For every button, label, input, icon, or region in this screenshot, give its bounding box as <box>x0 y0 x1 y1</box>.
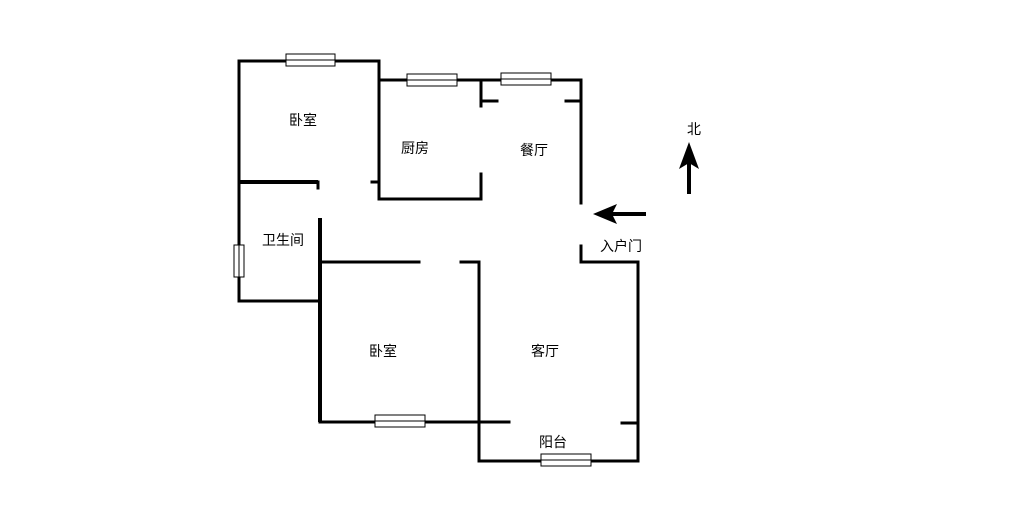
room-label-balcony: 阳台 <box>539 435 567 451</box>
window-kitchen <box>406 73 458 81</box>
entrance-arrow-icon <box>593 204 646 224</box>
window-dining <box>500 72 552 80</box>
window-bedroom-south <box>374 414 426 422</box>
window-bedroom-north <box>285 53 336 61</box>
room-label-living: 客厅 <box>531 344 559 360</box>
room-label-bedroom-north: 卧室 <box>289 113 317 129</box>
entrance-label: 入户门 <box>600 239 642 255</box>
room-label-bedroom-south: 卧室 <box>369 344 397 360</box>
living-walls <box>477 244 640 425</box>
window-balcony <box>540 453 592 461</box>
compass-label: 北 <box>687 122 701 138</box>
room-label-dining: 餐厅 <box>520 143 548 159</box>
window-bathroom <box>233 244 240 278</box>
room-label-bathroom: 卫生间 <box>262 233 304 249</box>
room-label-kitchen: 厨房 <box>401 141 429 157</box>
bedroom-south-walls <box>318 260 481 424</box>
north-arrow-icon <box>679 142 699 194</box>
dining-walls <box>564 78 583 205</box>
bathroom-walls <box>237 180 322 422</box>
